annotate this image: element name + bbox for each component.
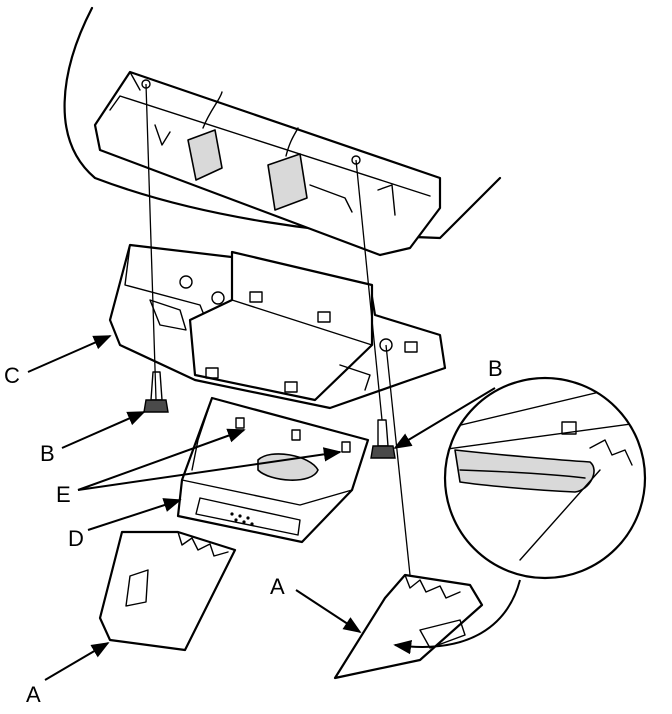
screw-b-right — [370, 419, 396, 459]
leader-lines — [27, 335, 496, 681]
callout-d: D — [68, 526, 84, 551]
detail-pointer-arrow — [393, 579, 521, 655]
screw-b-left — [143, 371, 169, 413]
callout-c: C — [4, 363, 20, 388]
callout-a-left: A — [26, 682, 41, 707]
console-housing-c — [108, 243, 447, 410]
map-light-assembly-d — [176, 396, 370, 544]
lens-a-left — [98, 530, 237, 652]
callout-b-left: B — [40, 441, 55, 466]
callout-b-right: B — [488, 356, 503, 381]
detail-inset — [443, 376, 647, 580]
roof-headliner — [63, 6, 502, 257]
lens-a-right — [333, 573, 484, 680]
alignment-guides — [145, 83, 411, 576]
callout-a-right: A — [270, 574, 285, 599]
callout-e: E — [56, 482, 71, 507]
